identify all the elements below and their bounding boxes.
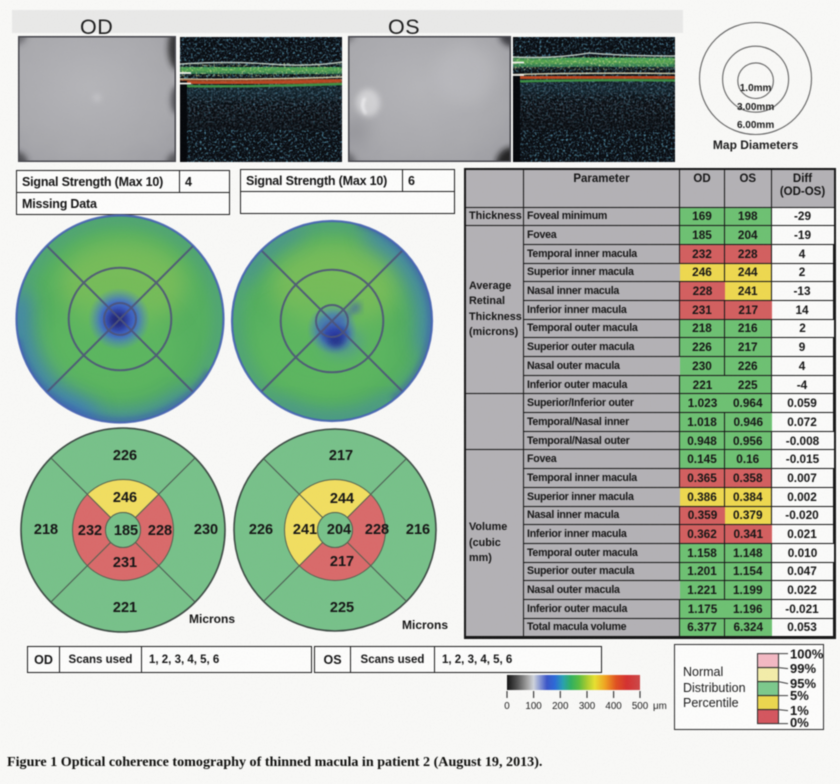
svg-text:217: 217 <box>330 554 354 570</box>
svg-text:241: 241 <box>293 522 317 538</box>
svg-text:100%: 100% <box>790 648 824 662</box>
svg-text:6.00mm: 6.00mm <box>737 120 774 131</box>
svg-text:226: 226 <box>249 522 273 538</box>
svg-text:3.00mm: 3.00mm <box>737 102 774 113</box>
svg-text:300: 300 <box>579 701 596 712</box>
svg-text:226: 226 <box>113 448 137 464</box>
svg-text:246: 246 <box>113 490 137 506</box>
svg-text:100: 100 <box>525 701 542 712</box>
svg-text:228: 228 <box>365 522 389 538</box>
svg-text:225: 225 <box>330 600 354 616</box>
svg-text:1.0mm: 1.0mm <box>740 83 772 94</box>
svg-text:200: 200 <box>552 701 569 712</box>
svg-text:99%: 99% <box>790 661 816 676</box>
svg-text:231: 231 <box>113 555 137 571</box>
svg-text:228: 228 <box>148 523 172 539</box>
svg-text:216: 216 <box>406 522 430 538</box>
svg-text:400: 400 <box>605 701 622 712</box>
svg-text:500: 500 <box>632 701 649 712</box>
svg-text:221: 221 <box>113 600 137 616</box>
svg-text:217: 217 <box>329 448 353 464</box>
svg-text:5%: 5% <box>790 688 809 703</box>
svg-text:μm: μm <box>653 701 667 712</box>
svg-text:218: 218 <box>34 522 58 538</box>
svg-text:Map Diameters: Map Diameters <box>713 138 799 152</box>
svg-text:204: 204 <box>327 522 351 538</box>
svg-text:0: 0 <box>504 701 510 712</box>
svg-text:230: 230 <box>194 522 218 538</box>
svg-text:0%: 0% <box>790 715 809 730</box>
svg-text:244: 244 <box>330 491 354 507</box>
svg-text:232: 232 <box>78 523 102 539</box>
svg-text:185: 185 <box>114 523 138 539</box>
